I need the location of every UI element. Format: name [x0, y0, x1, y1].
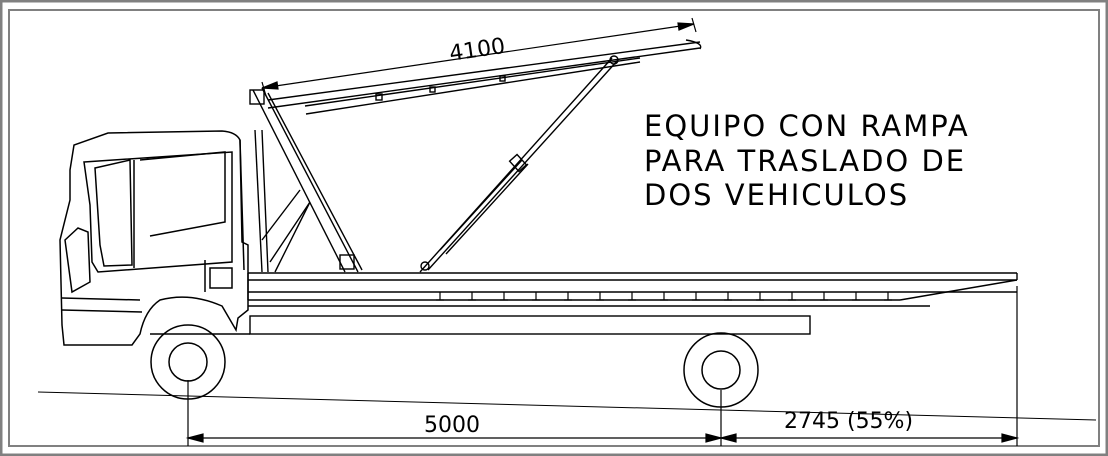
- ground-line: [37, 391, 1097, 421]
- dim-bottom: [185, 286, 1020, 446]
- title-line-3: DOS VEHICULOS: [644, 178, 909, 212]
- dim-wheelbase-label: 5000: [424, 413, 480, 438]
- ramp-boom: [267, 39, 702, 115]
- title-line-1: EQUIPO CON RAMPA: [644, 109, 970, 143]
- dim-ramp-length: [261, 17, 697, 97]
- frame-inner-border: [8, 9, 1100, 447]
- deck-ticks: [436, 292, 892, 301]
- title-line-2: PARA TRASLADO DE: [644, 144, 966, 178]
- hydraulic-cylinder: [419, 55, 619, 273]
- chassis: [150, 315, 811, 335]
- truck-cab: [59, 130, 249, 346]
- title-note: EQUIPO CON RAMPA PARA TRASLADO DE DOS VE…: [644, 109, 970, 212]
- dim-overhang-label: 2745 (55%): [784, 409, 913, 434]
- crane-mast: [249, 87, 363, 273]
